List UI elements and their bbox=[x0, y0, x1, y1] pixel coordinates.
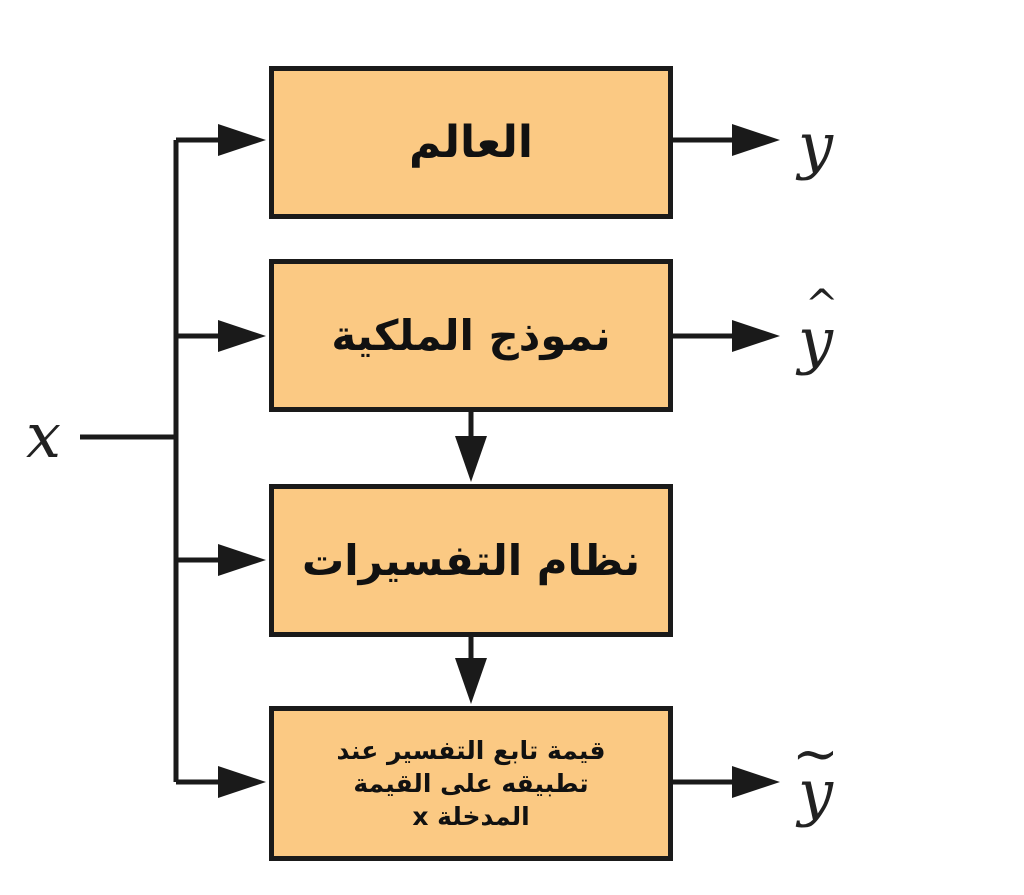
hat-accent: ^ bbox=[805, 282, 839, 328]
interpretation-system-label: نظام التفسيرات bbox=[302, 536, 641, 585]
tilde-accent: ~ bbox=[792, 722, 839, 787]
arrowhead-model-out bbox=[732, 320, 780, 352]
arrowhead-fn-in bbox=[218, 766, 266, 798]
arrowhead-model-interp bbox=[455, 436, 487, 482]
model-box: نموذج الملكية bbox=[269, 259, 673, 412]
output-y-tilde-label: y bbox=[798, 756, 834, 829]
function-value-box: قيمة تابع التفسير عند تطبيقه على القيمة … bbox=[269, 706, 673, 861]
model-box-label: نموذج الملكية bbox=[331, 311, 611, 360]
interpretation-system-box: نظام التفسيرات bbox=[269, 484, 673, 637]
output-y-label: y bbox=[798, 109, 834, 182]
arrowhead-fn-out bbox=[732, 766, 780, 798]
output-y-hat-label: y bbox=[798, 304, 834, 377]
arrowhead-interp-in bbox=[218, 544, 266, 576]
arrowhead-model-in bbox=[218, 320, 266, 352]
function-value-line-1: قيمة تابع التفسير عند bbox=[336, 736, 606, 765]
arrowhead-world-in bbox=[218, 124, 266, 156]
function-value-text: قيمة تابع التفسير عند تطبيقه على القيمة … bbox=[337, 734, 606, 833]
world-box: العالم bbox=[269, 66, 673, 219]
arrowhead-world-out bbox=[732, 124, 780, 156]
world-box-label: العالم bbox=[409, 117, 533, 168]
function-value-line-3: المدخلة x bbox=[412, 802, 530, 831]
input-x-label: x bbox=[26, 399, 61, 472]
arrowhead-interp-fn bbox=[455, 658, 487, 704]
function-value-line-2: تطبيقه على القيمة bbox=[353, 769, 589, 798]
